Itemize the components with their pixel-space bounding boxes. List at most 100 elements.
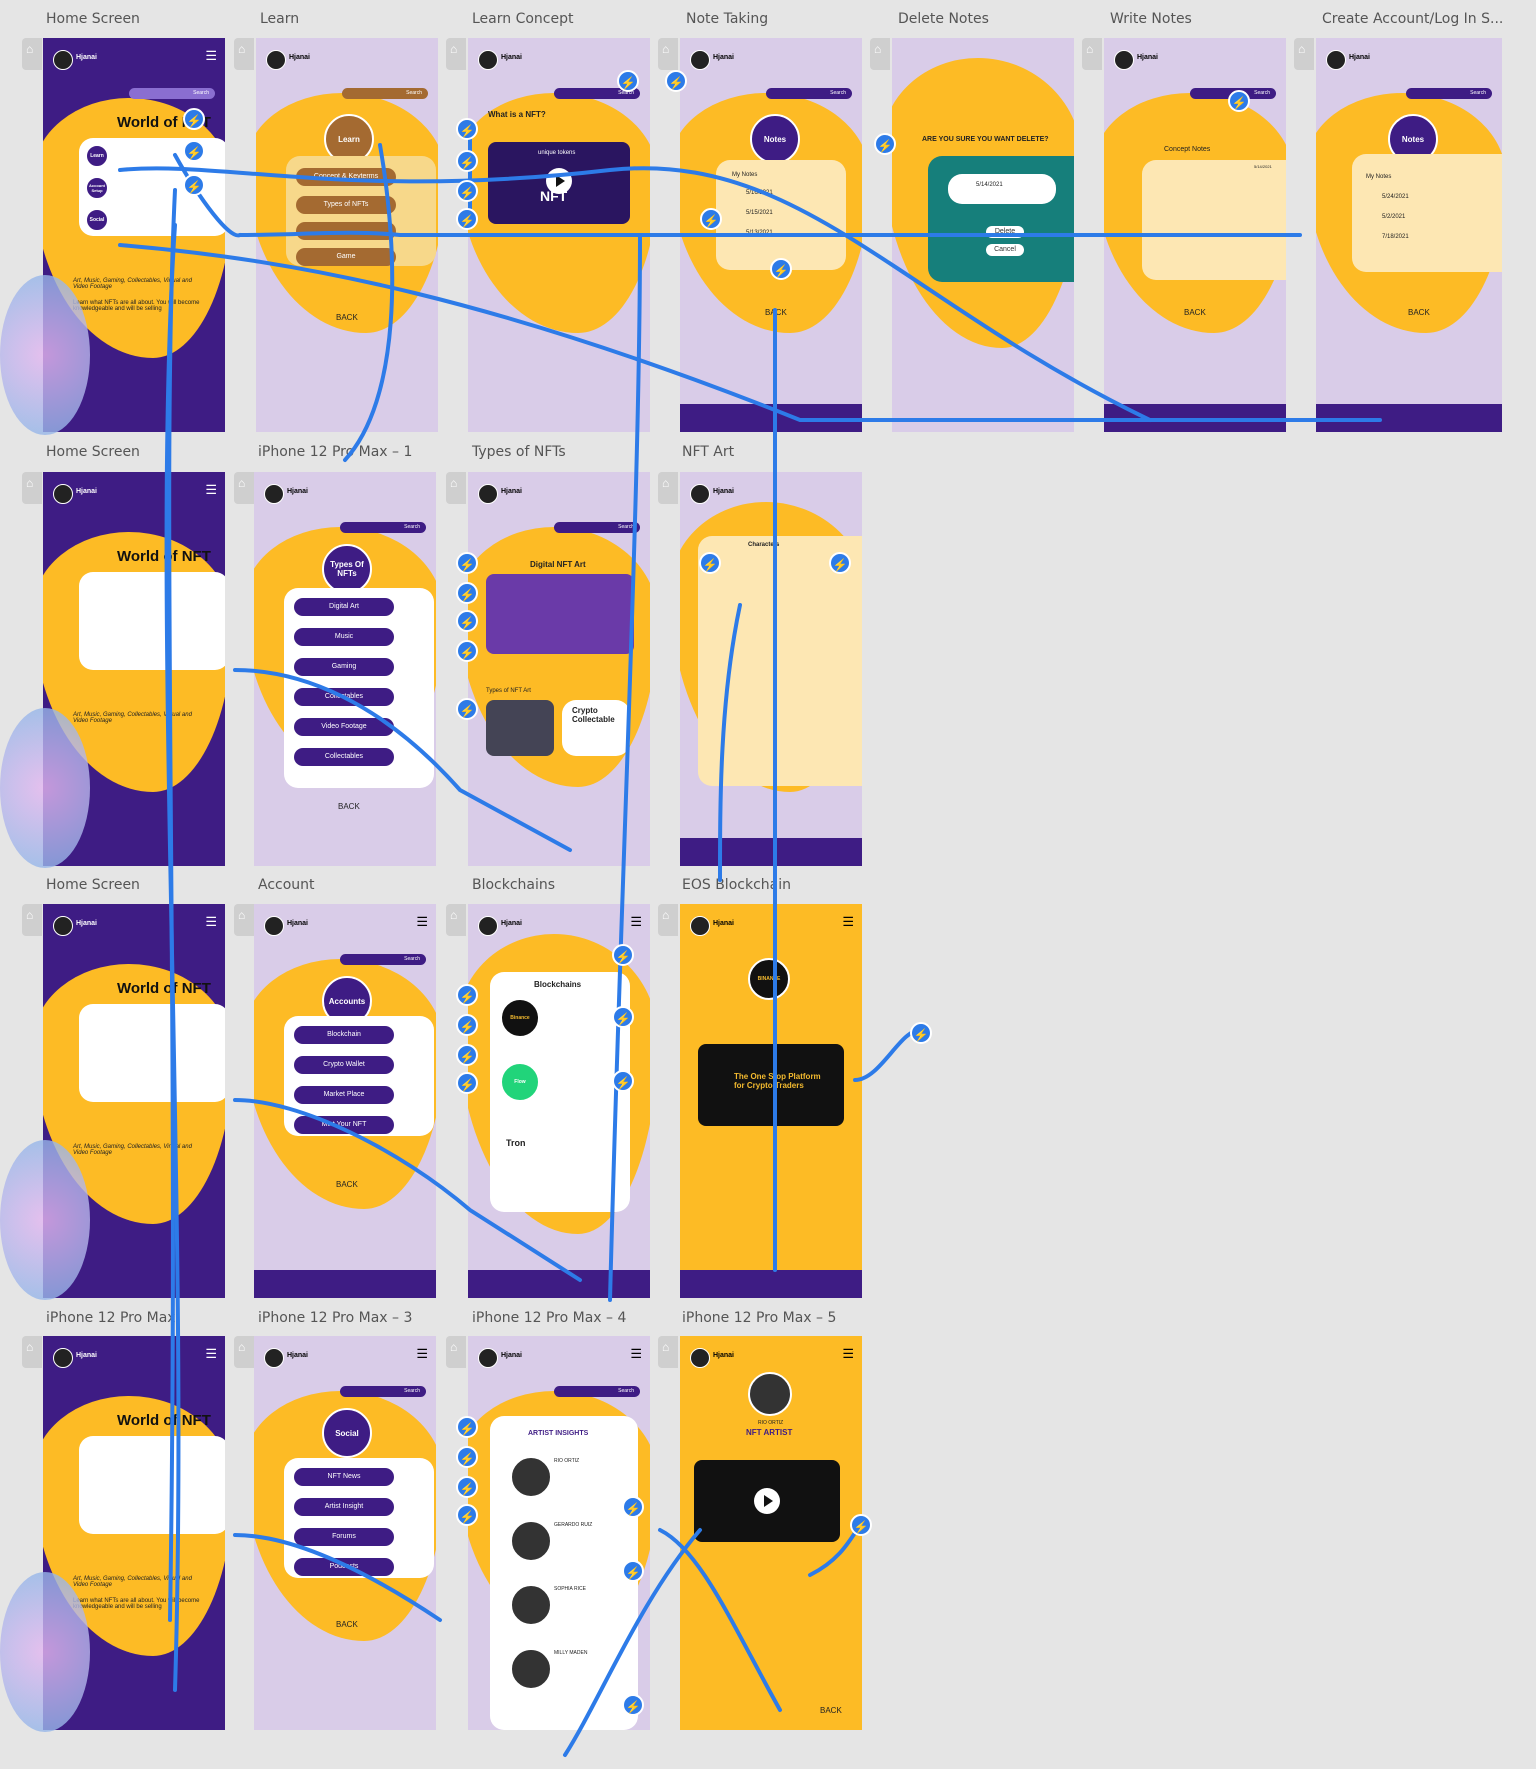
interaction-bolt-icon[interactable]: ⚡ (456, 1446, 478, 1468)
search-input[interactable]: Search (1406, 88, 1492, 99)
back-link[interactable]: BACK (1184, 308, 1206, 317)
account-mint-nft[interactable]: Mint Your NFT (294, 1116, 394, 1134)
artboard-write-notes[interactable]: Hjanai Search Concept Notes 5/14/2021 BA… (1104, 38, 1286, 432)
search-input[interactable]: Search (766, 88, 852, 99)
bottom-nav[interactable] (254, 1270, 436, 1298)
home-tab-icon[interactable] (446, 1336, 466, 1368)
artboard-learn-concept[interactable]: Hjanai Search What is a NFT? unique toke… (468, 38, 650, 432)
note-date[interactable]: 5/2/2021 (1382, 214, 1406, 220)
artist-name[interactable]: RIO ORTIZ (554, 1458, 580, 1464)
bottom-nav[interactable] (1316, 404, 1502, 432)
home-tab-icon[interactable] (234, 472, 254, 504)
interaction-bolt-icon[interactable]: ⚡ (456, 582, 478, 604)
interaction-bolt-icon[interactable]: ⚡ (622, 1496, 644, 1518)
hamburger-menu-icon[interactable]: ☰ (205, 48, 217, 63)
interaction-bolt-icon[interactable]: ⚡ (622, 1560, 644, 1582)
artist-avatar[interactable] (510, 1456, 552, 1498)
note-date[interactable]: 5/24/2021 (1382, 194, 1409, 200)
back-link[interactable]: BACK (1408, 308, 1430, 317)
hamburger-menu-icon[interactable]: ☰ (416, 1346, 428, 1361)
interaction-bolt-icon[interactable]: ⚡ (1228, 90, 1250, 112)
interaction-bolt-icon[interactable]: ⚡ (612, 944, 634, 966)
interaction-bolt-icon[interactable]: ⚡ (456, 984, 478, 1006)
hamburger-menu-icon[interactable]: ☰ (630, 914, 642, 929)
type-video-footage[interactable]: Video Footage (294, 718, 394, 736)
interaction-bolt-icon[interactable]: ⚡ (456, 552, 478, 574)
interaction-bolt-icon[interactable]: ⚡ (456, 1014, 478, 1036)
learn-item-blank[interactable] (296, 222, 396, 240)
bottom-nav[interactable] (680, 404, 862, 432)
artboard-learn[interactable]: Hjanai Search Learn Concept & Keyterms T… (256, 38, 438, 432)
artboard-home-screen[interactable]: Hjanai ☰ World of NFT Art, Music, Gaming… (43, 904, 225, 1298)
home-tab-icon[interactable] (658, 904, 678, 936)
interaction-bolt-icon[interactable]: ⚡ (456, 640, 478, 662)
search-input[interactable]: Search (340, 522, 426, 533)
interaction-bolt-icon[interactable]: ⚡ (770, 258, 792, 280)
artist-name[interactable]: MILLY MADEN (554, 1650, 588, 1656)
concept-video[interactable]: unique tokens NFT (488, 142, 630, 224)
artboard-nft-artist[interactable]: Hjanai ☰ RIO ORTIZ NFT ARTIST BACK (680, 1336, 862, 1730)
interaction-bolt-icon[interactable]: ⚡ (665, 70, 687, 92)
type-gaming[interactable]: Gaming (294, 658, 394, 676)
bottom-nav[interactable] (468, 1270, 650, 1298)
artboard-create-account[interactable]: Hjanai Search Notes My Notes 5/24/2021 5… (1316, 38, 1502, 432)
account-market-place[interactable]: Market Place (294, 1086, 394, 1104)
search-input[interactable]: Search (342, 88, 428, 99)
type-collectables-2[interactable]: Collectables (294, 748, 394, 766)
hamburger-menu-icon[interactable]: ☰ (416, 914, 428, 929)
interaction-bolt-icon[interactable]: ⚡ (612, 1070, 634, 1092)
home-tab-icon[interactable] (1294, 38, 1314, 70)
note-date[interactable]: 7/18/2021 (1382, 234, 1409, 240)
interaction-bolt-icon[interactable]: ⚡ (829, 552, 851, 574)
account-blockchain[interactable]: Blockchain (294, 1026, 394, 1044)
interaction-bolt-icon[interactable]: ⚡ (456, 698, 478, 720)
artboard-delete-notes[interactable]: ARE YOU SURE YOU WANT DELETE? 5/14/2021 … (892, 38, 1074, 432)
social-artist-insight[interactable]: Artist Insight (294, 1498, 394, 1516)
search-input[interactable]: Search (554, 88, 640, 99)
home-tab-icon[interactable] (870, 38, 890, 70)
interaction-bolt-icon[interactable]: ⚡ (456, 208, 478, 230)
interaction-bolt-icon[interactable]: ⚡ (183, 174, 205, 196)
bottom-nav[interactable] (1104, 404, 1286, 432)
artist-avatar[interactable] (510, 1520, 552, 1562)
home-tab-icon[interactable] (446, 472, 466, 504)
home-tab-icon[interactable] (658, 1336, 678, 1368)
home-tab-icon[interactable] (658, 38, 678, 70)
interaction-bolt-icon[interactable]: ⚡ (910, 1022, 932, 1044)
hamburger-menu-icon[interactable]: ☰ (842, 1346, 854, 1361)
interaction-bolt-icon[interactable]: ⚡ (456, 180, 478, 202)
play-icon[interactable] (754, 1488, 780, 1514)
interaction-bolt-icon[interactable]: ⚡ (850, 1514, 872, 1536)
artboard-artist-insights[interactable]: Hjanai ☰ Search ARTIST INSIGHTS RIO ORTI… (468, 1336, 650, 1730)
type-music[interactable]: Music (294, 628, 394, 646)
artboard-types-menu[interactable]: Hjanai Search Types Of NFTs Digital Art … (254, 472, 436, 866)
learn-item-concept[interactable]: Concept & Keyterms (296, 168, 396, 186)
interaction-bolt-icon[interactable]: ⚡ (622, 1694, 644, 1716)
cancel-button[interactable]: Cancel (986, 244, 1024, 256)
interaction-bolt-icon[interactable]: ⚡ (183, 108, 205, 130)
home-tab-icon[interactable] (446, 904, 466, 936)
back-link[interactable]: BACK (336, 1180, 358, 1189)
menu-learn[interactable]: Learn (85, 144, 109, 168)
home-tab-icon[interactable] (658, 472, 678, 504)
gaming-thumb[interactable] (486, 700, 554, 756)
home-tab-icon[interactable] (22, 472, 42, 504)
interaction-bolt-icon[interactable]: ⚡ (456, 150, 478, 172)
interaction-bolt-icon[interactable]: ⚡ (456, 1072, 478, 1094)
home-tab-icon[interactable] (234, 1336, 254, 1368)
note-date[interactable]: 5/13/2021 (746, 230, 773, 236)
play-icon[interactable] (546, 168, 572, 194)
interaction-bolt-icon[interactable]: ⚡ (700, 208, 722, 230)
bottom-nav[interactable] (680, 1270, 862, 1298)
delete-button[interactable]: Delete (986, 226, 1024, 238)
artboard-social[interactable]: Hjanai ☰ Search Social NFT News Artist I… (254, 1336, 436, 1730)
social-nft-news[interactable]: NFT News (294, 1468, 394, 1486)
interaction-bolt-icon[interactable]: ⚡ (612, 1006, 634, 1028)
back-link[interactable]: BACK (820, 1706, 842, 1715)
back-link[interactable]: BACK (336, 1620, 358, 1629)
artist-avatar[interactable] (510, 1584, 552, 1626)
home-tab-icon[interactable] (234, 38, 254, 70)
home-tab-icon[interactable] (446, 38, 466, 70)
hamburger-menu-icon[interactable]: ☰ (630, 1346, 642, 1361)
home-tab-icon[interactable] (1082, 38, 1102, 70)
